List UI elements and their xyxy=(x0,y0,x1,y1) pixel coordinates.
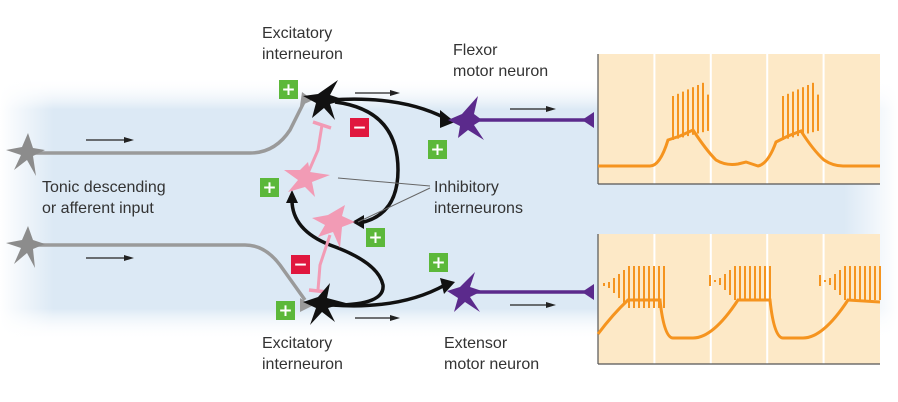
excitatory-axon-bottom-to-inhibitory xyxy=(290,199,385,307)
input-neuron-bottom xyxy=(6,226,45,268)
input-synapse-top xyxy=(300,92,313,106)
label-line: Tonic descending xyxy=(42,179,166,196)
excitatory-interneuron-bottom-label: Excitatory interneuron xyxy=(262,333,343,375)
label-pointer xyxy=(357,187,431,223)
flexor-terminal xyxy=(582,112,594,128)
label-pointer xyxy=(337,177,431,187)
label-line: Extensor xyxy=(444,335,508,352)
excitatory-interneuron-top-label: Excitatory interneuron xyxy=(262,23,343,65)
sign-glyph: + xyxy=(278,301,292,321)
direction-arrow xyxy=(355,90,400,96)
plus-badge: + xyxy=(260,178,279,198)
synapse-bottom-to-inhibitory xyxy=(286,190,298,203)
label-line: motor neuron xyxy=(444,356,540,373)
inhibitory-terminal-top xyxy=(312,120,332,130)
direction-arrow xyxy=(86,137,134,143)
label-line: or afferent input xyxy=(42,200,154,217)
flexor-trace-panel xyxy=(597,54,880,185)
direction-arrow xyxy=(510,106,556,112)
label-line: Excitatory xyxy=(262,25,333,42)
label-line: Inhibitory xyxy=(434,179,499,196)
input-neuron-top xyxy=(6,133,45,176)
minus-badge: − xyxy=(350,118,369,138)
direction-arrow xyxy=(355,315,400,321)
extensor-motor-neuron-label: Extensor motor neuron xyxy=(444,333,539,375)
extensor-trace-panel xyxy=(596,234,881,365)
direction-arrow xyxy=(86,255,134,261)
excitatory-interneuron-bottom xyxy=(303,283,346,325)
label-line: Excitatory xyxy=(262,335,333,352)
flexor-motor-neuron xyxy=(448,96,484,140)
inhibitory-interneurons-label: Inhibitory interneurons xyxy=(434,177,523,219)
plus-badge: + xyxy=(279,80,298,100)
sign-glyph: + xyxy=(431,253,445,273)
extensor-motor-neuron xyxy=(447,272,482,312)
sign-glyph: − xyxy=(293,255,307,275)
flexor-motor-neuron-label: Flexor motor neuron xyxy=(453,40,548,82)
label-line: interneuron xyxy=(262,46,343,63)
synapse-top-to-flexor xyxy=(440,110,455,128)
inhibitory-interneuron-bottom xyxy=(312,205,355,248)
synapse-bottom-to-extensor xyxy=(440,278,455,294)
sign-glyph: + xyxy=(430,140,444,160)
direction-arrow xyxy=(510,302,556,308)
label-line: Flexor xyxy=(453,42,498,59)
extensor-terminal xyxy=(582,284,594,300)
excitatory-axon-top-to-flexor xyxy=(329,97,446,120)
tonic-input-label: Tonic descending or afferent input xyxy=(42,177,166,219)
plus-badge: + xyxy=(366,228,385,248)
minus-badge: − xyxy=(291,255,310,275)
excitatory-axon-top-to-inhibitory xyxy=(334,100,400,225)
plus-badge: + xyxy=(428,140,447,160)
label-line: interneurons xyxy=(434,200,523,217)
label-line: interneuron xyxy=(262,356,343,373)
inhibitory-interneuron-top xyxy=(284,162,330,197)
sign-glyph: + xyxy=(368,228,382,248)
sign-glyph: + xyxy=(281,80,295,100)
label-line: motor neuron xyxy=(453,63,549,80)
excitatory-interneuron-top xyxy=(303,80,345,120)
membrane-potential-trace xyxy=(596,298,881,340)
input-axon-bottom xyxy=(30,243,307,302)
input-axon-top xyxy=(30,99,307,155)
sign-glyph: + xyxy=(262,178,276,198)
sign-glyph: − xyxy=(352,118,366,138)
plus-badge: + xyxy=(276,301,295,321)
plus-badge: + xyxy=(429,253,448,273)
inhibitory-axon-bottom xyxy=(316,234,332,291)
input-synapse-bottom xyxy=(300,298,312,312)
